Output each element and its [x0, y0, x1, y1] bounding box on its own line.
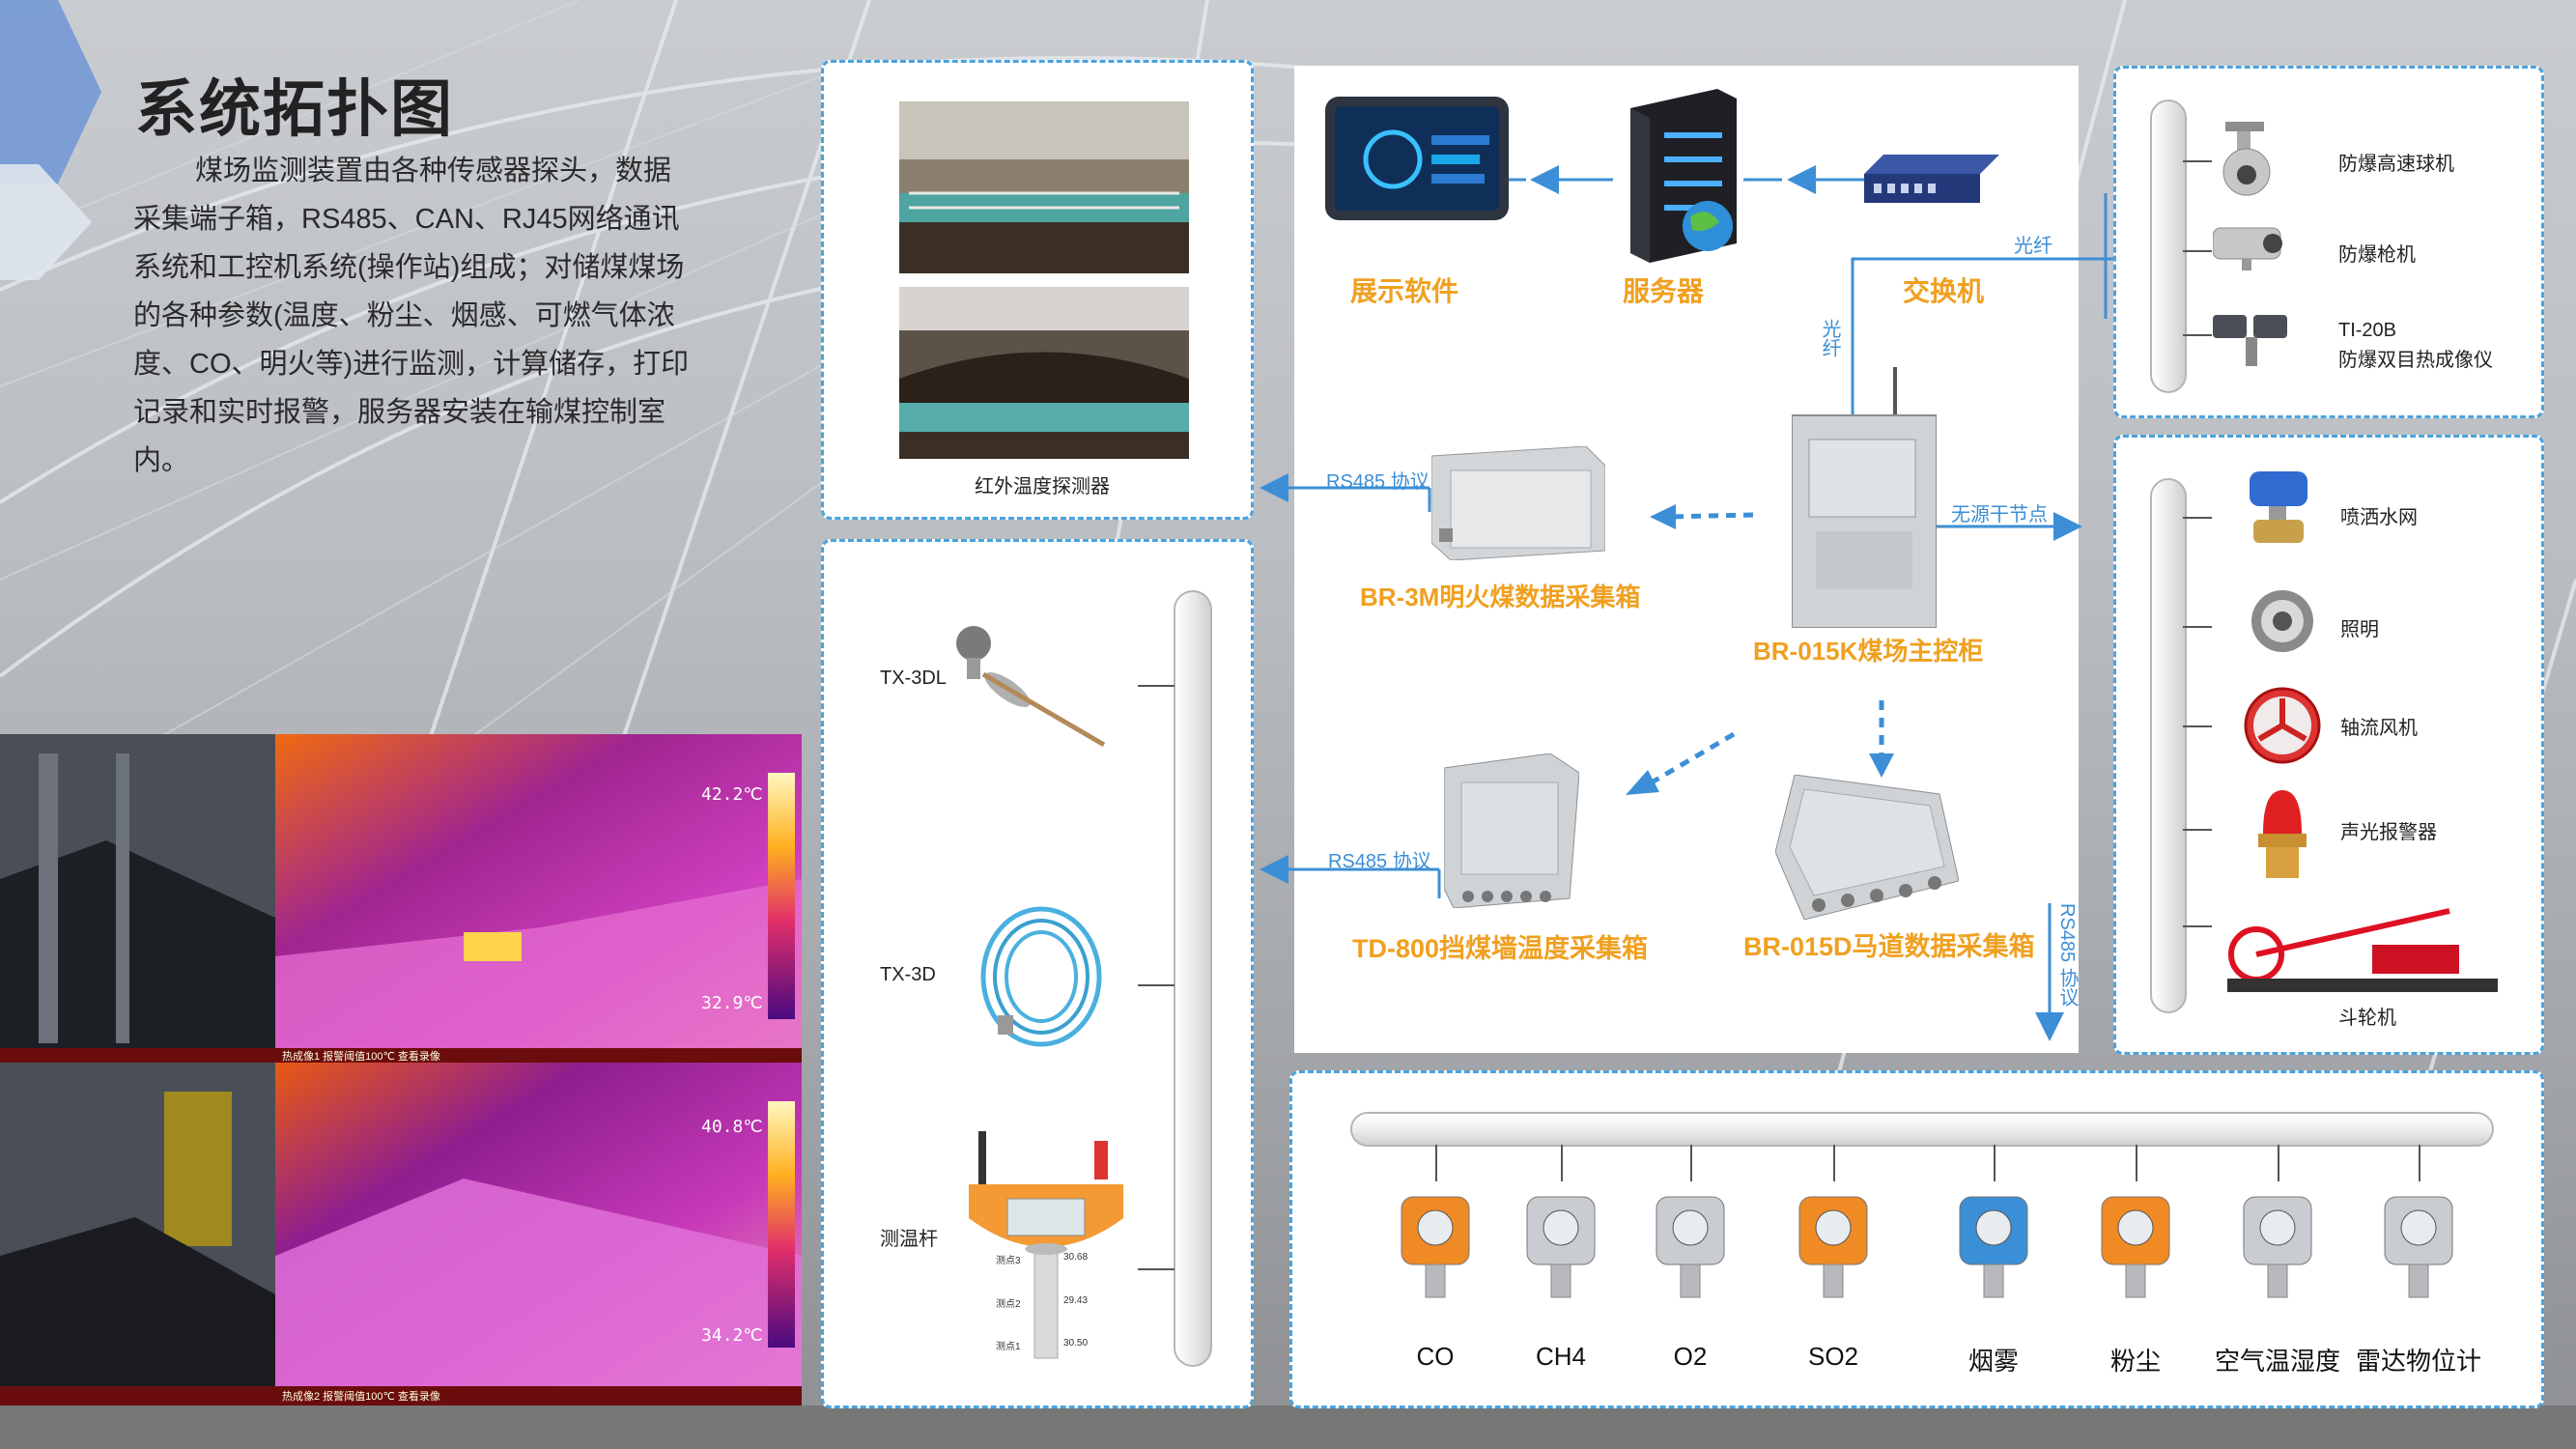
sensor-3-label: O2: [1673, 1342, 1708, 1371]
infrared-photo-1: [899, 101, 1189, 273]
infrared-photo-2: [899, 287, 1189, 459]
actuators-panel: 喷洒水网 照明 轴流风机 声光报警器 斗轮机: [2113, 435, 2544, 1055]
fiber-label-right: 光纤: [2014, 236, 2052, 257]
probe-bus-pipe: [1174, 590, 1212, 1367]
sensor-8-icon: [2384, 1196, 2453, 1298]
sensor-4-label: SO2: [1807, 1342, 1859, 1371]
infrared-label: 红外温度探测器: [975, 476, 1110, 497]
switch-icon: [1864, 155, 1999, 203]
rod-row-3-name: 测点3: [996, 1256, 1021, 1266]
thermal-top-max: 42.2℃: [701, 784, 763, 805]
sensor-7-label: 空气温湿度: [2214, 1347, 2340, 1376]
wall-box-icon: [1444, 753, 1579, 908]
sensor-4-icon: [1798, 1196, 1868, 1298]
water-valve-icon: [2250, 471, 2307, 543]
infrared-panel: 红外温度探测器: [821, 60, 1254, 520]
camera-bus-pipe: [2150, 99, 2187, 393]
dome-camera-icon: [2222, 122, 2271, 196]
main-cabinet-icon: [1792, 367, 1937, 628]
sensor-2-icon: [1526, 1196, 1596, 1298]
rod-row-2-value: 29.43: [1063, 1295, 1089, 1306]
sensor-6-label: 粉尘: [2109, 1347, 2161, 1376]
fire-box-icon: [1431, 446, 1605, 560]
wall-box-label: TD-800挡煤墙温度采集箱: [1352, 934, 1649, 963]
sensor-5-label: 烟雾: [1967, 1347, 2019, 1376]
sensor-8-label: 雷达物位计: [2355, 1347, 2481, 1376]
sensor-1-label: CO: [1416, 1342, 1455, 1371]
probe-rod-icon: [969, 1131, 1123, 1359]
probe-rod-row-2: 测点2 29.43: [996, 1295, 1102, 1310]
thermal-bottom-footer: 热成像2 报警阈值100℃ 查看录像: [282, 1391, 440, 1403]
camera-3-model: TI-20B: [2338, 320, 2397, 341]
page-title: 系统拓扑图: [135, 74, 454, 144]
sensor-2-label: CH4: [1535, 1342, 1586, 1371]
rs485-label-3: RS485 协议: [2056, 903, 2078, 1007]
probe-tx3d-icon: [980, 906, 1102, 1047]
road-box-icon: [1775, 775, 1959, 920]
probe-tx3dl-icon: [956, 626, 1106, 748]
sensor-3-icon: [1656, 1196, 1725, 1298]
server-icon: [1630, 89, 1737, 263]
actuator-2-label: 照明: [2340, 619, 2379, 640]
sensor-5-icon: [1959, 1196, 2028, 1298]
actuator-bus-pipe: [2150, 478, 2187, 1013]
actuator-4-label: 声光报警器: [2340, 822, 2437, 843]
rod-row-1-value: 30.50: [1063, 1338, 1089, 1349]
actuator-5-label: 斗轮机: [2338, 1008, 2396, 1029]
server-label: 服务器: [1623, 276, 1705, 306]
camera-2-label: 防爆枪机: [2338, 244, 2416, 266]
thermal-bottom-max: 40.8℃: [701, 1117, 763, 1137]
dry-contact-label: 无源干节点: [1951, 504, 2048, 526]
fan-icon: [2244, 687, 2321, 764]
bucket-wheel-icon: [2227, 908, 2498, 992]
display-label: 展示软件: [1350, 276, 1459, 306]
probe-rod-row-1: 测点1 30.50: [996, 1338, 1102, 1352]
thermal-top-footer: 热成像1 报警阈值100℃ 查看录像: [282, 1051, 440, 1063]
bullet-camera-icon: [2213, 227, 2282, 270]
actuator-3-label: 轴流风机: [2340, 718, 2418, 739]
switch-label: 交换机: [1903, 276, 1985, 306]
alarm-icon: [2258, 790, 2307, 878]
probe-rod-row-3: 测点3 30.68: [996, 1252, 1102, 1266]
thermal-camera-icon: [2213, 315, 2287, 366]
road-box-label: BR-015D马道数据采集箱: [1743, 932, 2035, 961]
rs485-label-1: RS485 协议: [1326, 471, 1430, 493]
camera-1-label: 防爆高速球机: [2338, 154, 2454, 175]
display-tablet-icon: [1325, 97, 1509, 220]
sensors-panel: CO CH4 O2 SO2 烟雾 粉尘 空气温湿度雷达物位计: [1289, 1070, 2544, 1408]
fiber-label-vertical: 光纤: [1819, 319, 1840, 357]
actuator-1-label: 喷洒水网: [2340, 507, 2418, 528]
sensor-1-icon: [1401, 1196, 1470, 1298]
description-text: 煤场监测装置由各种传感器探头，数据采集端子箱，RS485、CAN、RJ45网络通…: [133, 156, 690, 476]
light-icon: [2251, 590, 2313, 652]
rs485-label-2: RS485 协议: [1328, 851, 1431, 872]
sensor-bus-pipe: [1350, 1112, 2494, 1147]
thermal-top-min: 32.9℃: [701, 993, 763, 1013]
probe-tx3dl-label: TX-3DL: [880, 668, 947, 689]
thermal-image-top: 42.2℃ 32.9℃ 热成像1 报警阈值100℃ 查看录像: [0, 734, 802, 1063]
rod-row-2-name: 测点2: [996, 1299, 1021, 1310]
probes-panel: TX-3DL TX-3D 测温杆 测点3 30.68 测点2 29.43 测点1…: [821, 539, 1254, 1408]
thermal-image-bottom: 40.8℃ 34.2℃ 热成像2 报警阈值100℃ 查看录像: [0, 1063, 802, 1406]
main-cabinet-label: BR-015K煤场主控柜: [1753, 637, 1984, 666]
probe-rod-label: 测温杆: [880, 1229, 938, 1250]
probe-tx3d-label: TX-3D: [880, 964, 936, 985]
sensor-7-icon: [2243, 1196, 2312, 1298]
rod-row-3-value: 30.68: [1063, 1252, 1089, 1263]
fire-box-label: BR-3M明火煤数据采集箱: [1360, 582, 1641, 611]
camera-3-label: 防爆双目热成像仪: [2338, 350, 2493, 371]
cameras-panel: 防爆高速球机 防爆枪机 TI-20B 防爆双目热成像仪: [2113, 66, 2544, 418]
thermal-bottom-min: 34.2℃: [701, 1325, 763, 1346]
sensor-6-icon: [2101, 1196, 2170, 1298]
rod-row-1-name: 测点1: [996, 1342, 1021, 1352]
